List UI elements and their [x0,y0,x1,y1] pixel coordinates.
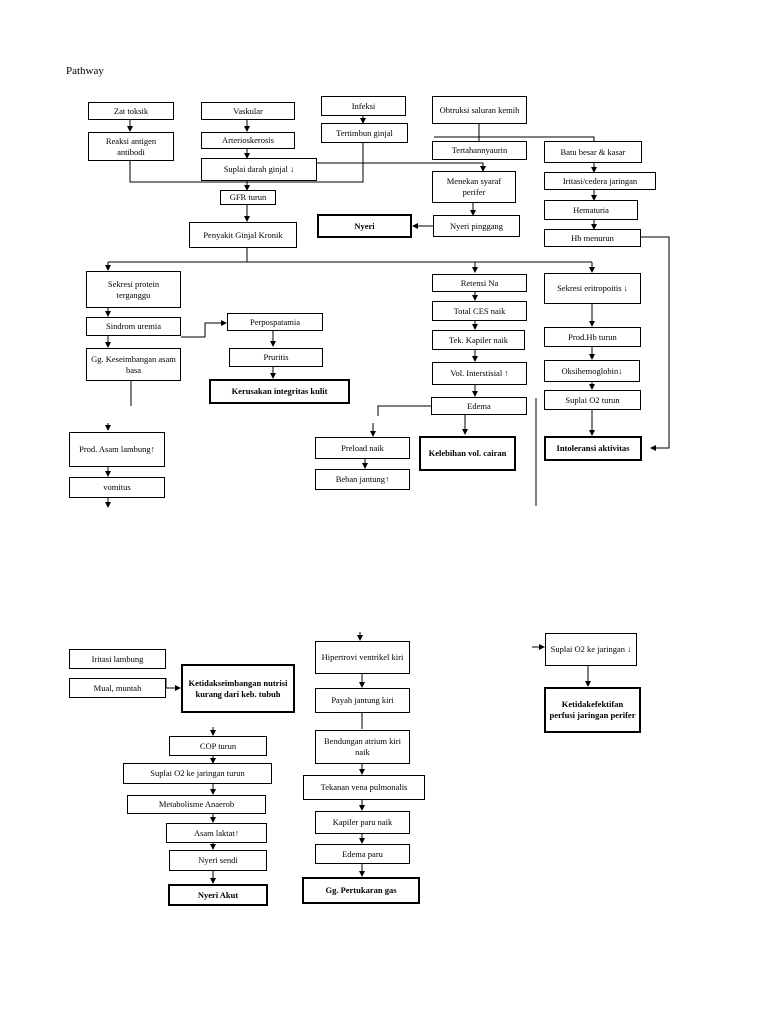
preload-naik-node: Preload naik [315,437,410,459]
tertimbun-ginjal-node: Tertimbun ginjal [321,123,408,143]
metabolisme-anaerob-node: Metabolisme Anaerob [127,795,266,814]
bendungan-atrium-node: Bendungan atrium kiri naik [315,730,410,764]
gfr-turun-node: GFR turun [220,190,276,205]
intoleransi-aktivitas-diagnosis: Intoleransi aktivitas [544,436,642,461]
iritasi-lambung-node: Iritasi lambung [69,649,166,669]
payah-jantung-node: Payah jantung kiri [315,688,410,713]
nyeri-sendi-node: Nyeri sendi [169,850,267,871]
page-title: Pathway [66,65,104,77]
hipertrovi-ventrikel-node: Hipertrovi ventrikel kiri [315,641,410,674]
sindrom-uremia-node: Sindrom uremia [86,317,181,336]
suplai-darah-node: Suplai darah ginjal ↓ [201,158,317,181]
gg-keseimbangan-node: Gg. Keseimbangan asam basa [86,348,181,381]
ketidakseimbangan-nutrisi-diagnosis: Ketidakseimbangan nutrisi kurang dari ke… [181,664,295,713]
batu-besar-node: Batu besar & kasar [544,141,642,163]
reaksi-antigen-node: Reaksi antigen antibodi [88,132,174,161]
perpospatamia-node: Perpospatamia [227,313,323,331]
vaskular-node: Vaskular [201,102,295,120]
mual-muntah-node: Mual, muntah [69,678,166,698]
arrow-hb-intoleransi [641,236,670,451]
oksihemoglobin-node: Oksihemoglobin↓ [544,360,640,382]
pruritis-node: Pruritis [229,348,323,367]
cop-turun-node: COP turun [169,736,267,756]
kerusakan-integritas-kulit-diagnosis: Kerusakan integritas kulit [209,379,350,404]
line-edema-left [377,405,431,416]
vomitus-node: vomitus [69,477,165,498]
suplai-o2-turun-node: Suplai O2 turun [544,390,641,410]
sekresi-protein-node: Sekresi protein terganggu [86,271,181,308]
zat-toksik-node: Zat toksik [88,102,174,120]
retensi-na-node: Retensi Na [432,274,527,292]
arrow-tertahan-menekan [317,162,486,172]
sekresi-eritropoitis-node: Sekresi eritropoitis ↓ [544,273,641,304]
hematuria-node: Hematuria [544,200,638,220]
edema-node: Edema [431,397,527,415]
infeksi-node: Infeksi [321,96,406,116]
gg-pertukaran-gas-diagnosis: Gg. Pertukaran gas [302,877,420,904]
hb-menurun-node: Hb menurun [544,229,641,247]
suplai-o2-jaringan-node: Suplai O2 ke jaringan ↓ [545,633,637,666]
nyeri-diagnosis: Nyeri [317,214,412,238]
kelebihan-vol-cairan-diagnosis: Kelebihan vol. cairan [419,436,516,471]
nyeri-pinggang-node: Nyeri pinggang [433,215,520,237]
menekan-syaraf-node: Menekan syaraf perifer [432,171,516,203]
vol-interstisial-node: Vol. Interstisial ↑ [432,362,527,385]
prod-asam-lambung-node: Prod. Asam lambung↑ [69,432,165,467]
tekanan-vena-node: Tekanan vena pulmonalis [303,775,425,800]
total-ces-node: Total CES naik [432,301,527,321]
line-obstruksi-batu [479,136,595,141]
penyakit-ginjal-kronik-node: Penyakit Ginjal Kronik [189,222,297,248]
kapiler-paru-node: Kapiler paru naik [315,811,410,834]
nyeri-akut-diagnosis: Nyeri Akut [168,884,268,906]
prod-hb-node: Prod.Hb turun [544,327,641,347]
suplai-o2-jaringan-turun-node: Suplai O2 ke jaringan turun [123,763,272,784]
obstruksi-node: Obtruksi saluran kemih [432,96,527,124]
arrow-uremia-perpos [181,320,227,338]
iritasi-cedera-node: Iritasi/cedera jaringan [544,172,656,190]
tek-kapiler-node: Tek. Kapiler naik [432,330,525,350]
ketidakefektifan-perfusi-diagnosis: Ketidakefektifan perfusi jaringan perife… [544,687,641,733]
asam-laktat-node: Asam laktat↑ [166,823,267,843]
tertahannyaurin-node: Tertahannyaurin [432,141,527,160]
arrow-to-ketidakseimbangan [165,678,181,691]
edema-paru-node: Edema paru [315,844,410,864]
line-obstruksi-branch [434,124,480,138]
beban-jantung-node: Beban jantung↑ [315,469,410,490]
arterioskerosis-node: Arterioskerosis [201,132,295,149]
